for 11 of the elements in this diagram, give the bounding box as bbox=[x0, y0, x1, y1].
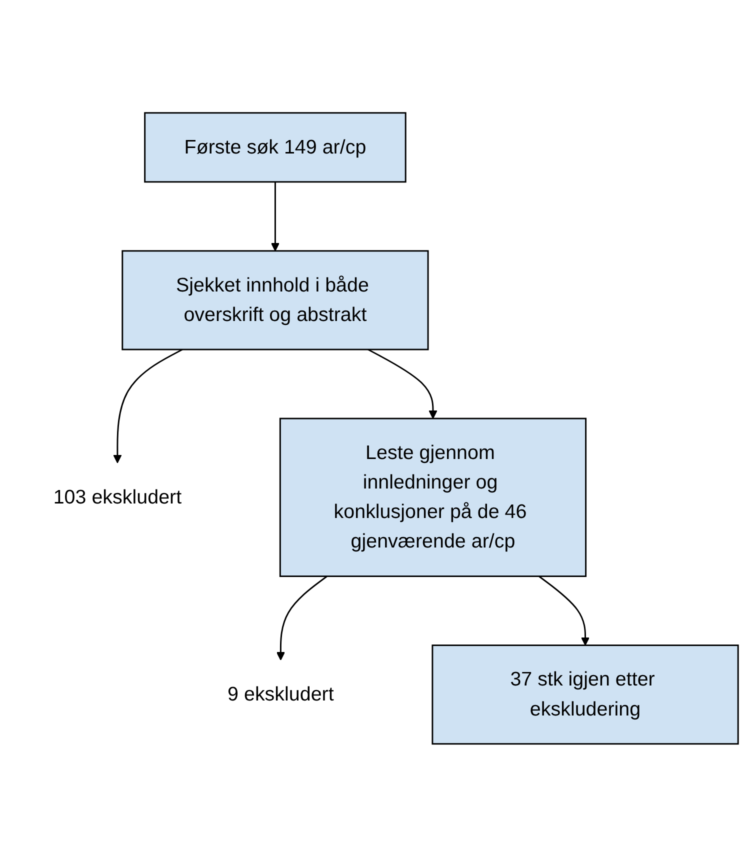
arrow bbox=[270, 182, 280, 252]
node-box: 37 stk igjen etter ekskludering bbox=[432, 644, 739, 745]
arrow bbox=[276, 576, 328, 661]
arrow bbox=[368, 348, 438, 420]
node-box: Leste gjennom innledninger og konklusjoner på de 46 gjenværende ar/cp bbox=[279, 418, 587, 578]
arrow bbox=[538, 576, 590, 646]
arrow bbox=[113, 348, 183, 464]
node-box: Sjekket innhold i både overskrift og abstrakt bbox=[122, 250, 429, 350]
node-text: 103 ekskludert bbox=[53, 486, 182, 508]
node-box: Første søk 149 ar/cp bbox=[144, 112, 406, 183]
node-text: 9 ekskludert bbox=[228, 684, 334, 706]
